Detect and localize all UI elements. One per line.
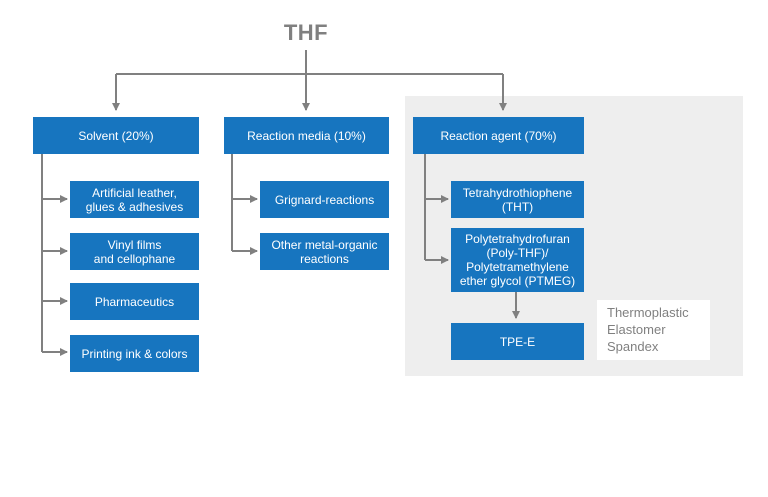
metal-organic-box: Other metal-organic reactions <box>260 233 389 270</box>
artificial-leather-label: Artificial leather, glues & adhesives <box>85 185 184 214</box>
product-notes: Thermoplastic Elastomer Spandex <box>597 300 710 360</box>
note-spandex: Spandex <box>607 339 659 354</box>
reaction-agent-box: Reaction agent (70%) <box>413 117 584 154</box>
grignard-box: Grignard-reactions <box>260 181 389 218</box>
printing-ink-label: Printing ink & colors <box>81 346 188 361</box>
root-title: THF <box>283 20 329 45</box>
artificial-leather-box: Artificial leather, glues & adhesives <box>70 181 199 218</box>
tht-box: Tetrahydrothiophene (THT) <box>451 181 584 218</box>
vinyl-films-box: Vinyl films and cellophane <box>70 233 199 270</box>
metal-organic-label: Other metal-organic reactions <box>271 237 378 266</box>
solvent-label: Solvent (20%) <box>78 128 154 143</box>
tht-label: Tetrahydrothiophene (THT) <box>462 185 573 214</box>
printing-ink-box: Printing ink & colors <box>70 335 199 372</box>
note-thermoplastic: Thermoplastic <box>607 305 689 320</box>
tpe-e-label: TPE-E <box>499 334 536 349</box>
pharmaceutics-box: Pharmaceutics <box>70 283 199 320</box>
solvent-box: Solvent (20%) <box>33 117 199 154</box>
note-elastomer: Elastomer <box>607 322 666 337</box>
reaction-media-label: Reaction media (10%) <box>247 128 366 143</box>
pharmaceutics-label: Pharmaceutics <box>94 294 175 309</box>
tpe-e-box: TPE-E <box>451 323 584 360</box>
vinyl-films-label: Vinyl films and cellophane <box>93 237 176 266</box>
reaction-agent-label: Reaction agent (70%) <box>440 128 557 143</box>
grignard-label: Grignard-reactions <box>274 192 375 207</box>
reaction-media-box: Reaction media (10%) <box>224 117 389 154</box>
ptmeg-label: Polytetrahydrofuran (Poly-THF)/ Polytetr… <box>459 232 576 288</box>
ptmeg-box: Polytetrahydrofuran (Poly-THF)/ Polytetr… <box>451 228 584 292</box>
